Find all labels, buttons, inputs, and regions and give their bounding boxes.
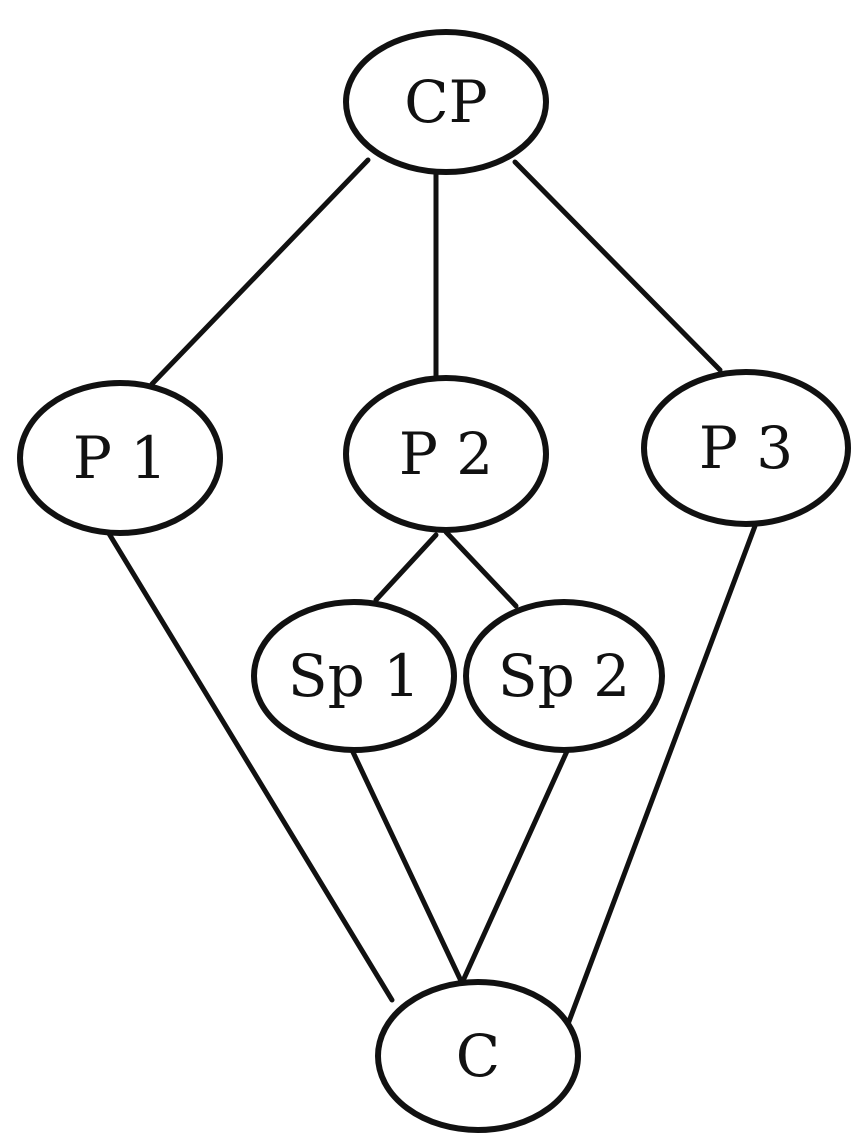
edge-p2-sp2: [443, 529, 519, 609]
node-p2-label: P 2: [399, 420, 493, 488]
node-p2: P 2: [343, 375, 549, 533]
edge-cp-p1: [149, 157, 371, 387]
edge-p2-sp1: [373, 532, 439, 603]
edge-sp1-c: [349, 747, 465, 986]
node-c: C: [375, 979, 581, 1133]
node-sp1: Sp 1: [251, 599, 457, 753]
node-p1-label: P 1: [73, 424, 167, 492]
node-sp1-shape: [251, 599, 457, 753]
node-cp-shape: [343, 29, 549, 175]
node-p3-label: P 3: [699, 414, 793, 482]
node-p3: P 3: [641, 369, 851, 527]
node-cp-label: CP: [404, 68, 487, 136]
node-p1: P 1: [17, 380, 223, 536]
node-p1-shape: [17, 380, 223, 536]
node-sp2: Sp 2: [463, 599, 665, 753]
edge-p3-c: [565, 523, 758, 1027]
node-sp1-label: Sp 1: [288, 642, 420, 710]
node-cp: CP: [343, 29, 549, 175]
node-c-shape: [375, 979, 581, 1133]
node-c-label: C: [456, 1022, 500, 1090]
node-sp2-label: Sp 2: [498, 642, 630, 710]
node-sp2-shape: [463, 599, 665, 753]
node-p3-shape: [641, 369, 851, 527]
edge-cp-p3: [512, 159, 723, 373]
edge-p1-c: [105, 529, 395, 1003]
edge-sp2-c: [459, 746, 571, 986]
node-p2-shape: [343, 375, 549, 533]
